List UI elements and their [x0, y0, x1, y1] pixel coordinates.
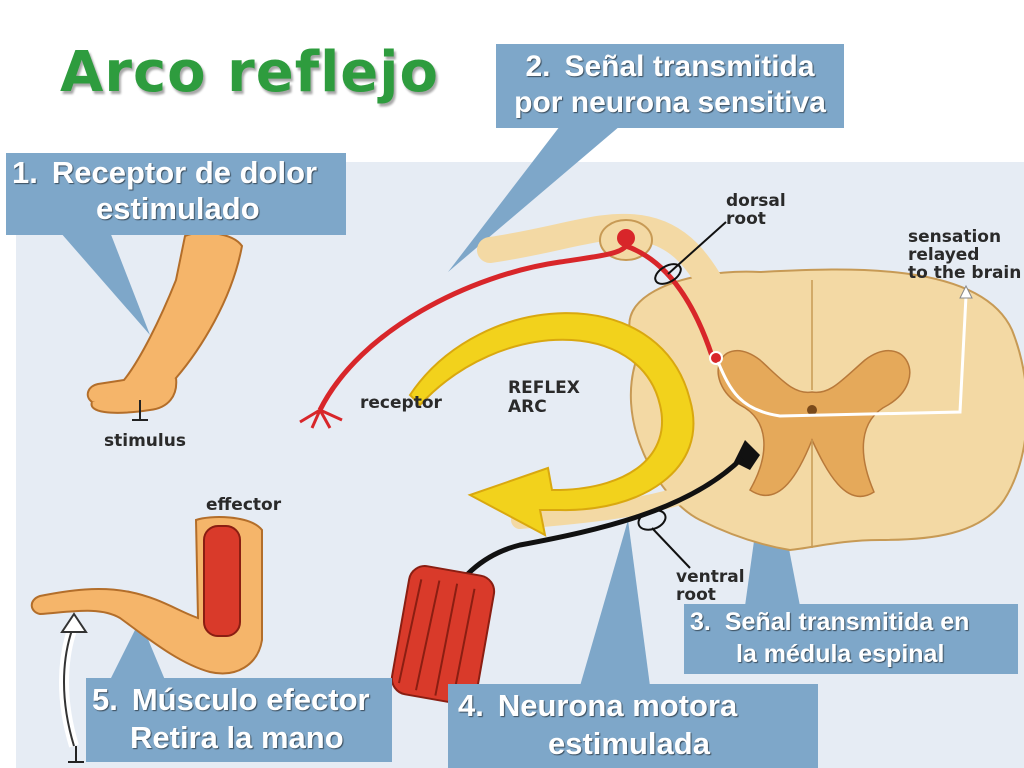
withdrawal-arrow [60, 612, 88, 633]
spinal-cord-grey-matter [717, 349, 911, 498]
callout-1-line-1: 1. Receptor de dolor [12, 155, 340, 191]
callout-3-line-1: 3. Señal transmitida en [690, 606, 1012, 638]
callout-1-pointer [60, 232, 150, 335]
dorsal-root-label-1: dorsal [726, 191, 786, 211]
sensory-neuron-cell-body [617, 229, 635, 247]
spinal-cord [628, 268, 1024, 552]
arm-stimulus [86, 231, 244, 421]
biceps-muscle [203, 525, 241, 637]
callout-3-text-1: Señal transmitida en [724, 608, 970, 636]
callout-3-number: 3. [690, 608, 711, 636]
callout-1-text-2: estimulado [96, 191, 260, 226]
stimulus-label: stimulus [104, 431, 186, 451]
sensation-up-arrow [959, 284, 973, 299]
callout-4-number: 4. [458, 688, 484, 723]
callout-1-text-1: Receptor de dolor [51, 155, 318, 190]
callout-2-number: 2. [525, 50, 551, 83]
callout-1-number: 1. [12, 155, 38, 190]
callout-4-text-2: estimulada [548, 726, 710, 761]
callout-4-text-1: Neurona motora [497, 688, 738, 723]
sensation-label-1: sensation [908, 227, 1001, 247]
callout-2-text-1: Señal transmitida [564, 50, 815, 83]
callout-2-sensory-signal: 2. Señal transmitida por neurona sensitiv… [496, 44, 844, 128]
callout-5-line-1: 5. Músculo efector [92, 681, 386, 719]
reflex-arc-label-2: ARC [508, 397, 547, 417]
reflex-arc-label-1: REFLEX [508, 378, 580, 398]
reflex-arc-arrow [408, 312, 695, 537]
callout-4-line-1: 4. Neurona motora [458, 687, 808, 725]
callout-5-text-2: Retira la mano [130, 720, 344, 755]
root-leader-lines [637, 221, 727, 569]
arm-effector [30, 516, 263, 763]
callout-5-pointer [110, 620, 165, 680]
ventral-root-label-2: root [676, 585, 716, 605]
callout-2-pointer [448, 126, 620, 272]
callout-2-line-1: 2. Señal transmitida [502, 49, 838, 85]
receptor-endings [299, 408, 343, 429]
sensation-label-3: to the brain [908, 263, 1021, 283]
callout-5-text-1: Músculo efector [131, 682, 370, 717]
effector-label: effector [206, 495, 282, 515]
ventral-root-label-1: ventral [676, 567, 745, 587]
central-canal [807, 405, 817, 415]
callout-3-spinal-signal: 3. Señal transmitida en la médula espinal [684, 604, 1018, 674]
dorsal-root-label-2: root [726, 209, 766, 229]
receptor-label: receptor [360, 393, 442, 413]
interneuron-pathway [716, 295, 968, 418]
callout-4-motor-neuron: 4. Neurona motora estimulada [448, 684, 818, 768]
callout-5-number: 5. [92, 682, 118, 717]
sensation-label-2: relayed [908, 245, 979, 265]
callout-4-pointer [580, 520, 650, 686]
callout-2-text-2: por neurona sensitiva [514, 86, 826, 119]
page-title: Arco reflejo [60, 40, 439, 105]
muscle-fiber-bundle [390, 565, 496, 705]
callout-1-receptor: 1. Receptor de dolor estimulado [6, 153, 346, 235]
callout-3-text-2: la médula espinal [736, 640, 945, 668]
callout-5-effector-muscle: 5. Músculo efector Retira la mano [86, 678, 392, 762]
